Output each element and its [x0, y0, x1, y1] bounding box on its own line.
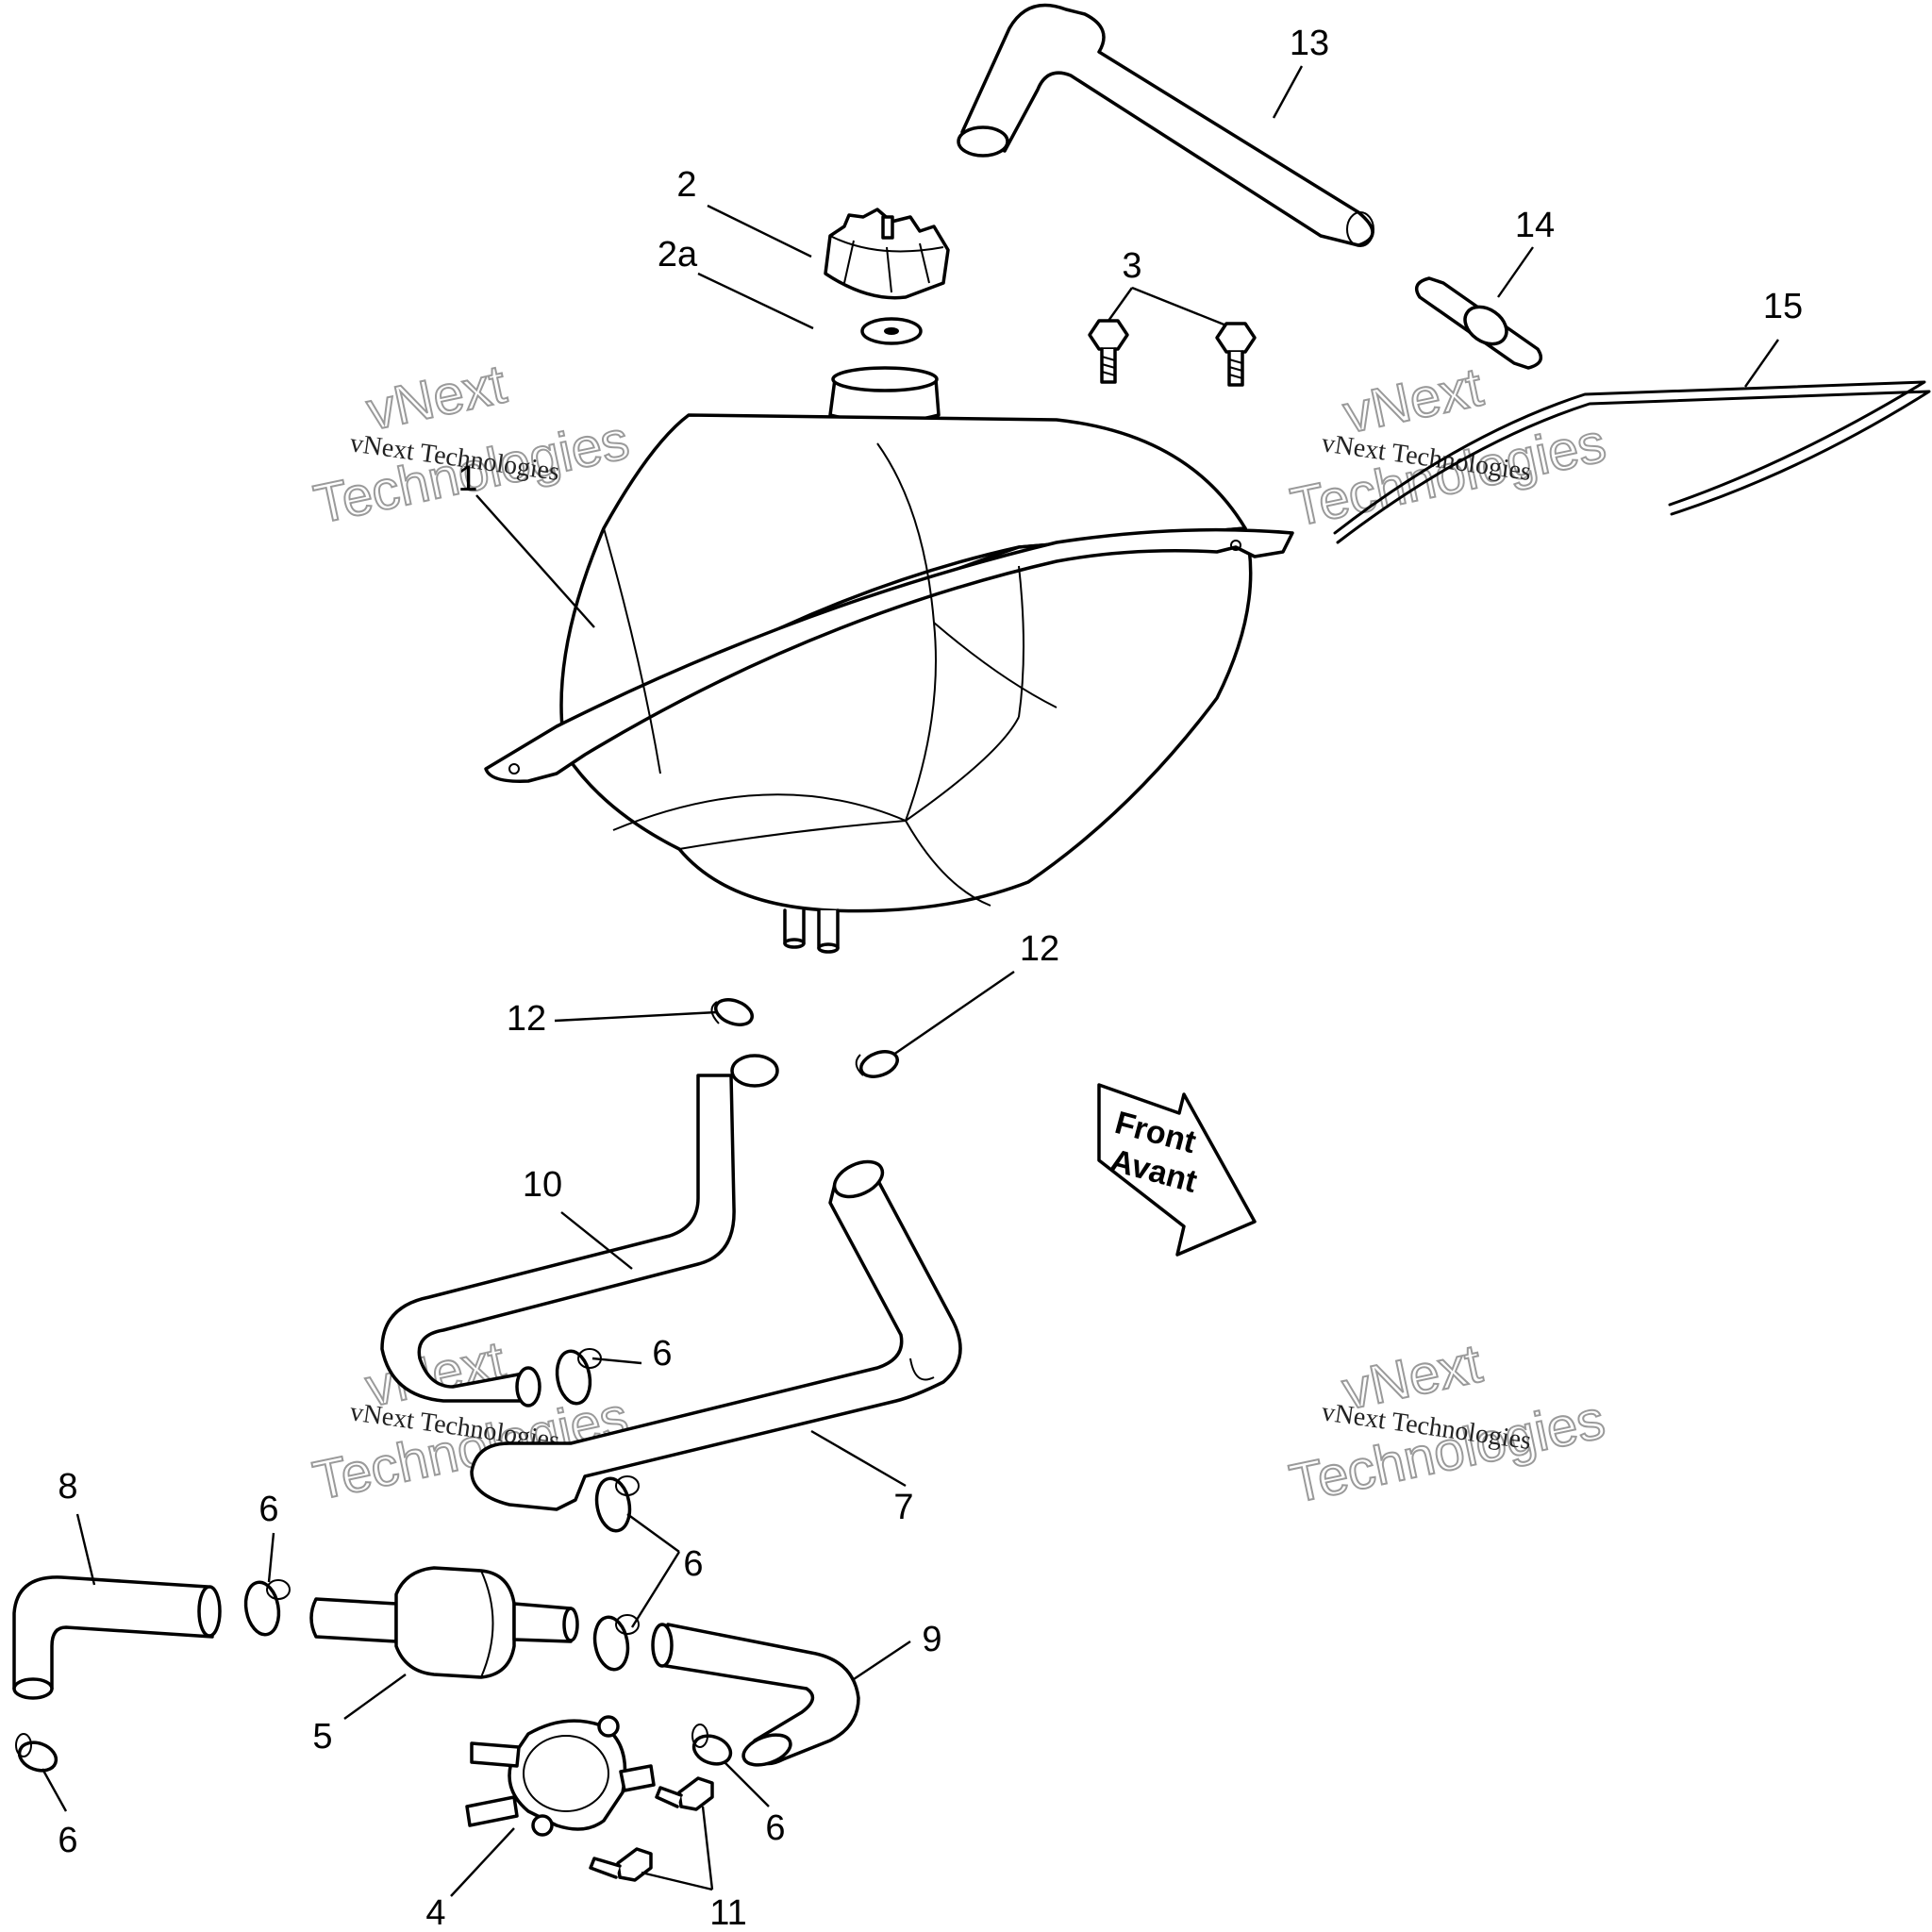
part-11-bolt-lower [589, 1847, 653, 1882]
callout-4: 4 [425, 1893, 445, 1932]
callout-1: 1 [458, 459, 477, 499]
part-12-clamp-right [855, 1050, 899, 1078]
part-13-vent-hose [957, 3, 1374, 247]
callout-15: 15 [1763, 287, 1803, 326]
direction-arrow: Front Avant [1097, 1083, 1257, 1257]
part-6-clamp-d [592, 1614, 640, 1672]
callout-5: 5 [312, 1717, 332, 1757]
callout-labels: 13 2 2a 3 14 15 1 12 12 10 6 7 6 6 8 5 9… [58, 24, 1803, 1932]
part-14-connector [1414, 276, 1543, 370]
leader-lines [41, 65, 1779, 1897]
callout-14: 14 [1515, 206, 1555, 245]
part-4-fuel-valve [465, 1715, 656, 1837]
svg-text:vNext: vNext [361, 353, 511, 441]
part-6-clamp-e [15, 1733, 58, 1773]
part-7-hose [470, 1159, 962, 1511]
part-3-bolt-right [1215, 322, 1257, 387]
part-10-hose [380, 1054, 779, 1407]
callout-3: 3 [1122, 246, 1141, 286]
part-3-bolt-left [1088, 319, 1129, 384]
callout-6-c: 6 [683, 1544, 703, 1584]
callout-13: 13 [1290, 24, 1329, 63]
svg-text:vNext: vNext [1339, 357, 1489, 445]
callout-12-right: 12 [1020, 929, 1059, 969]
part-15-vent-line [1333, 380, 1931, 544]
part-12-clamp-left [710, 998, 754, 1026]
watermark-top-left: vNext Technologies vNext Technologies [308, 352, 636, 536]
part-5-filter [309, 1566, 579, 1679]
part-6-clamp-a [555, 1348, 602, 1406]
watermark-bottom-right: vNext Technologies vNext Technologies [1284, 1332, 1611, 1516]
part-6-clamp-b [594, 1475, 640, 1533]
callout-7: 7 [893, 1488, 913, 1527]
watermark-top-right: vNext Technologies vNext Technologies [1285, 356, 1612, 540]
callout-12-left: 12 [507, 999, 546, 1039]
part-2-fuel-cap [824, 208, 950, 300]
callout-8: 8 [58, 1467, 77, 1507]
callout-9: 9 [922, 1620, 941, 1659]
callout-2a: 2a [658, 235, 698, 275]
callout-6-b: 6 [258, 1490, 278, 1529]
part-6-clamp-c [243, 1579, 291, 1637]
callout-10: 10 [523, 1165, 562, 1205]
part-9-hose [651, 1623, 860, 1767]
part-1-fuel-tank [484, 366, 1294, 954]
callout-6-d: 6 [58, 1821, 77, 1860]
part-11-bolt-upper [655, 1776, 714, 1811]
callout-11: 11 [709, 1893, 746, 1932]
callout-2: 2 [676, 165, 696, 205]
callout-6-a: 6 [652, 1334, 672, 1374]
part-8-hose [12, 1575, 222, 1700]
part-2a-gasket [860, 317, 923, 345]
part-6-clamp-f [691, 1724, 733, 1766]
callout-6-e: 6 [765, 1808, 785, 1848]
